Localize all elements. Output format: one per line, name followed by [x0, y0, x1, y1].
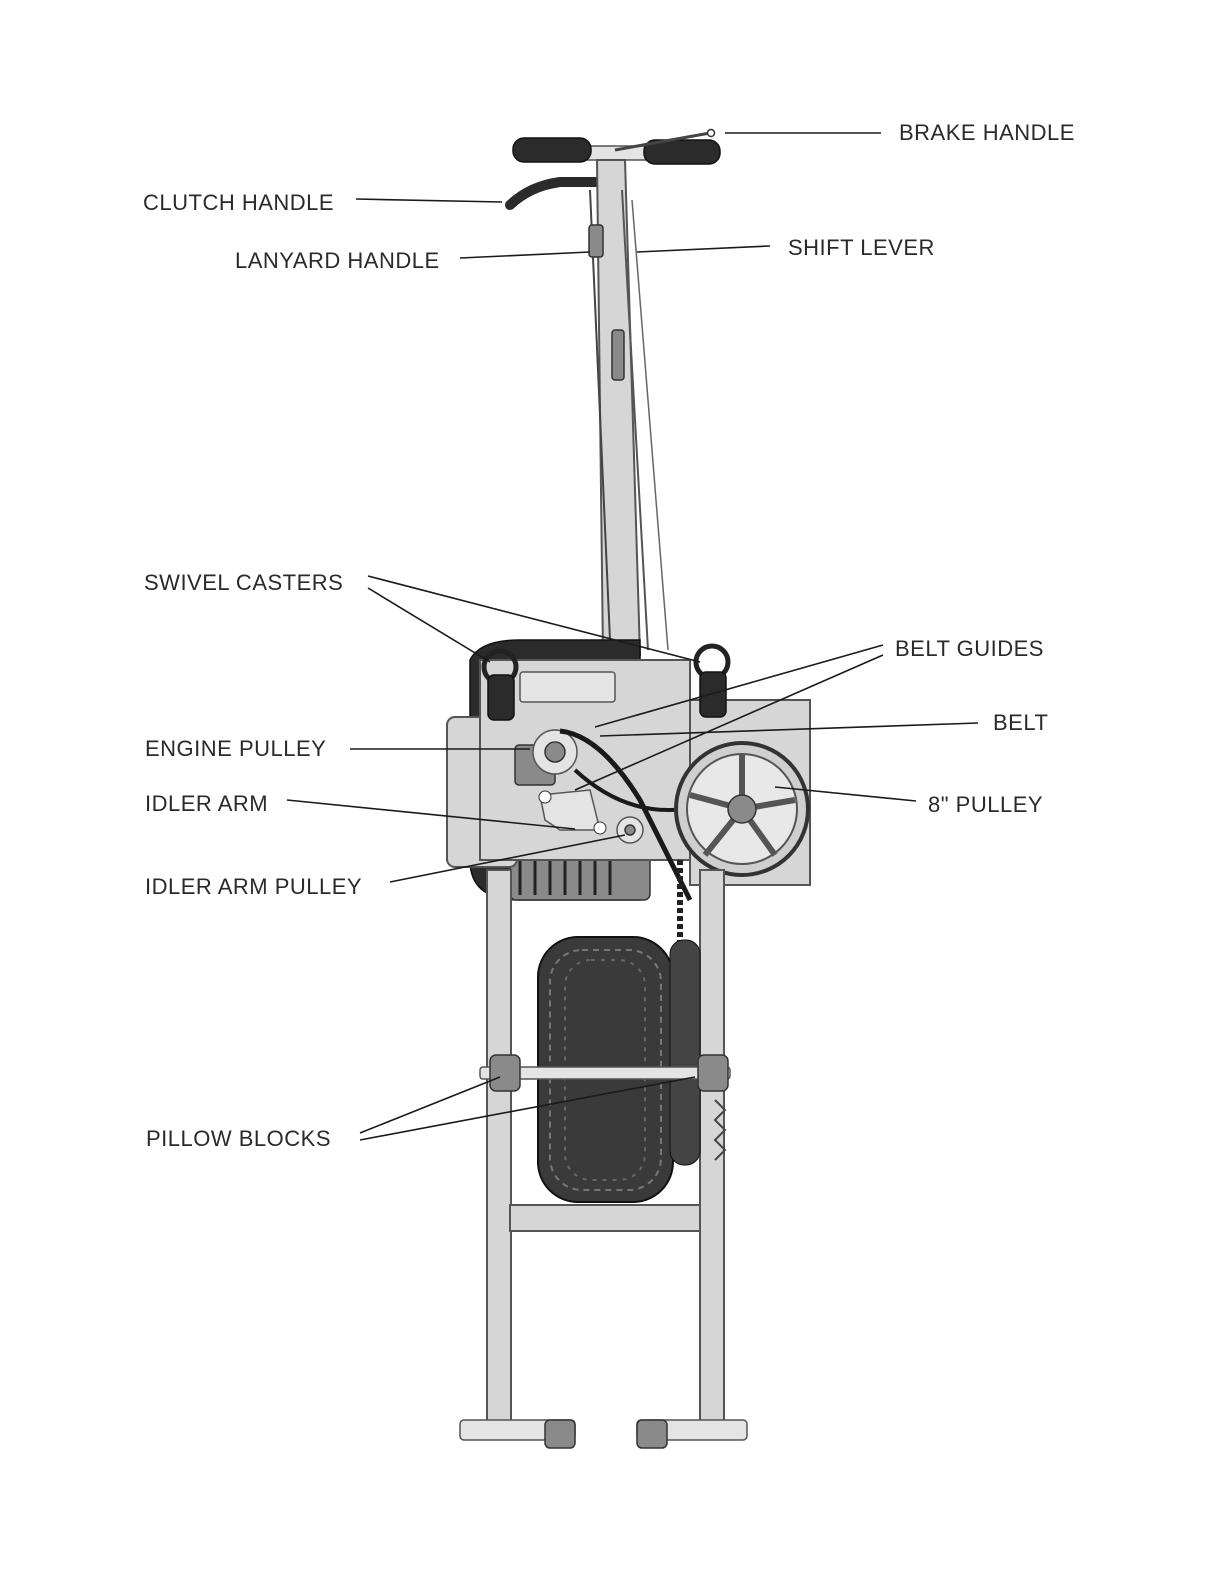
- label-belt: BELT: [993, 710, 1048, 735]
- label-engine-pulley: ENGINE PULLEY: [145, 736, 326, 761]
- right-caster: [696, 646, 728, 717]
- right-pillow-block: [698, 1055, 728, 1091]
- label-clutch-handle: CLUTCH HANDLE: [143, 190, 334, 215]
- drive-chain: [670, 860, 700, 1165]
- label-lanyard-handle: LANYARD HANDLE: [235, 248, 440, 273]
- label-shift-lever: SHIFT LEVER: [788, 235, 935, 260]
- machine-illustration: [447, 130, 810, 1449]
- left-pillow-block: [490, 1055, 520, 1091]
- label-8in-pulley: 8" PULLEY: [928, 792, 1043, 817]
- label-pillow-blocks: PILLOW BLOCKS: [146, 1126, 331, 1151]
- handle-tube: [589, 160, 668, 655]
- label-belt-guides: BELT GUIDES: [895, 636, 1044, 661]
- eight-inch-pulley-part: [676, 743, 808, 875]
- label-idler-arm: IDLER ARM: [145, 791, 268, 816]
- left-grip: [513, 138, 591, 162]
- label-swivel-casters: SWIVEL CASTERS: [144, 570, 343, 595]
- label-brake-handle: BRAKE HANDLE: [899, 120, 1075, 145]
- label-idler-arm-pulley: IDLER ARM PULLEY: [145, 874, 362, 899]
